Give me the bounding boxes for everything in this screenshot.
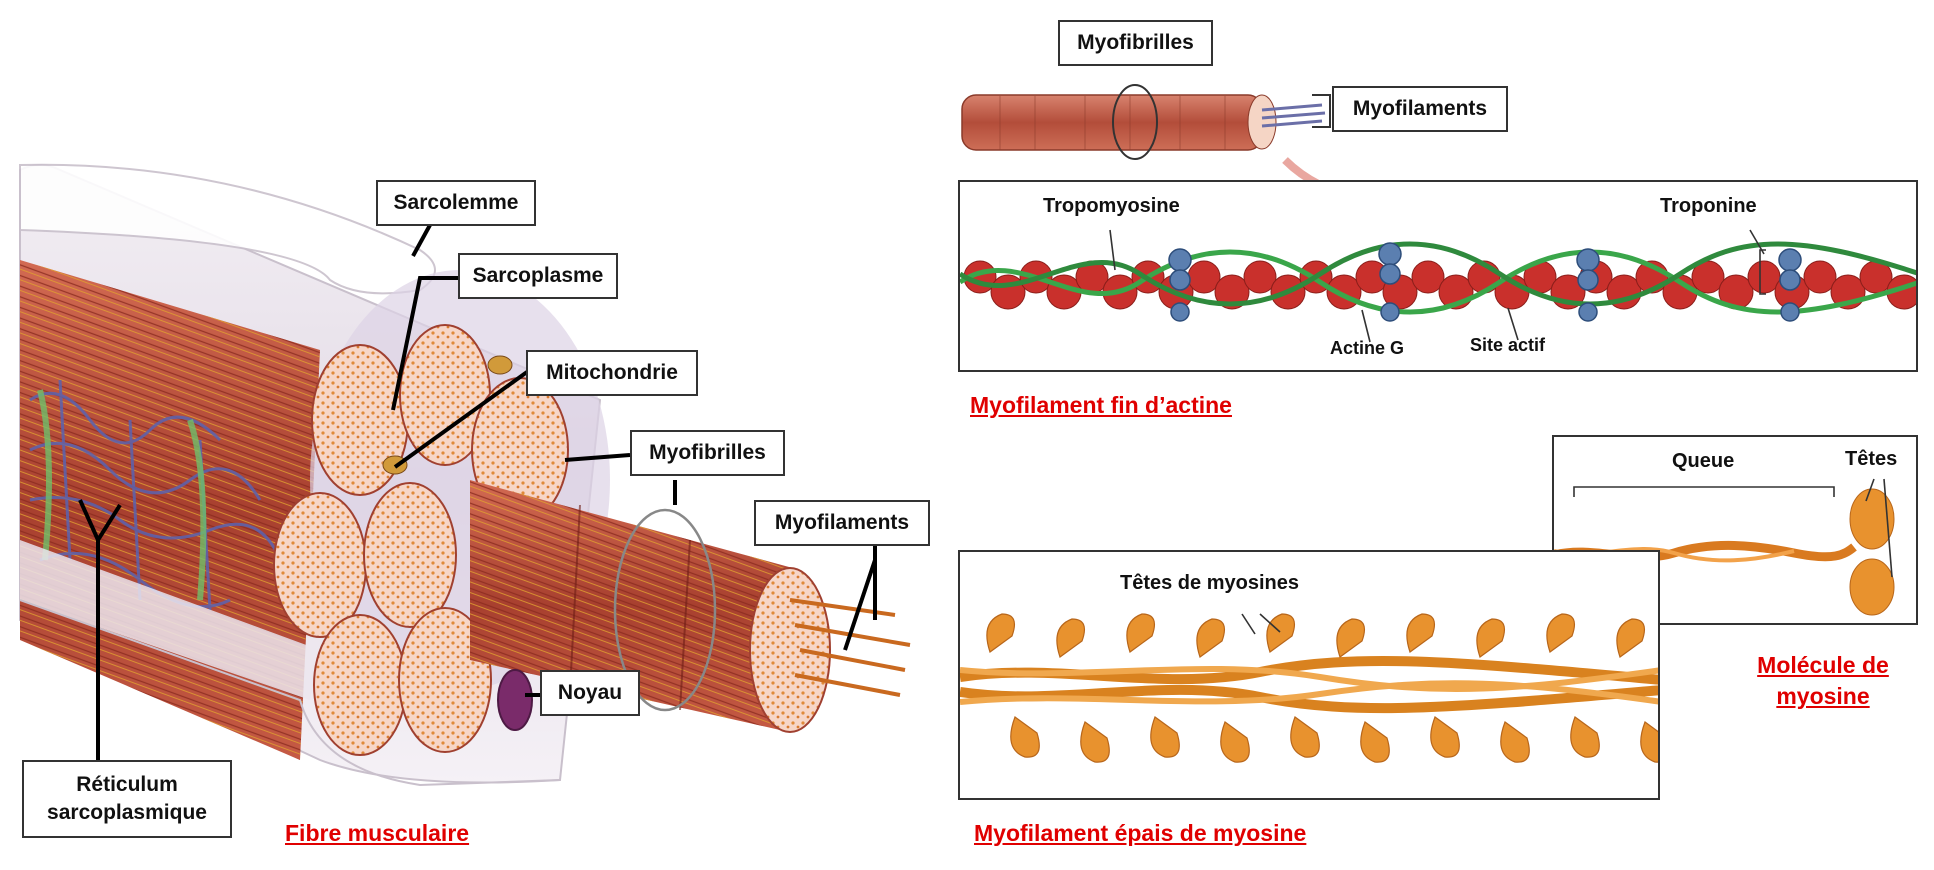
muscle-fiber-illustration <box>19 163 911 787</box>
caption-myofilament-epais: Myofilament épais de myosine <box>974 820 1307 846</box>
thick-filament-panel <box>958 550 1660 800</box>
label-myofibrilles: Myofibrilles <box>630 430 785 476</box>
actin-filament-panel <box>958 180 1918 372</box>
caption-molecule-line1: Molécule de <box>1757 652 1889 678</box>
label-myofilaments: Myofilaments <box>754 500 930 546</box>
actin-filament-illustration <box>960 229 1916 343</box>
label-tetes: Têtes <box>1845 448 1898 470</box>
label-reticulum: Réticulum sarcoplasmique <box>22 760 232 838</box>
caption-molecule-line2: myosine <box>1776 683 1870 710</box>
label-sarcolemme: Sarcolemme <box>376 180 536 226</box>
label-noyau: Noyau <box>540 670 640 716</box>
caption-myofilament-fin: Myofilament fin d’actine <box>970 392 1232 418</box>
label-reticulum-line2: sarcoplasmique <box>47 801 207 824</box>
label-tropomyosine: Tropomyosine <box>1043 195 1180 217</box>
label-sarcoplasme: Sarcoplasme <box>458 253 618 299</box>
caption-fibre-musculaire: Fibre musculaire <box>285 820 470 846</box>
mini-label-myofibrilles: Myofibrilles <box>1058 20 1213 66</box>
label-queue: Queue <box>1672 450 1735 472</box>
label-tetes-de-myosines: Têtes de myosines <box>1120 572 1299 594</box>
thick-filament-illustration <box>960 613 1658 763</box>
label-reticulum-line1: Réticulum <box>76 772 178 796</box>
mini-label-myofilaments: Myofilaments <box>1332 86 1508 132</box>
label-actine-g: Actine G <box>1330 338 1405 358</box>
label-site-actif: Site actif <box>1470 335 1546 355</box>
caption-molecule-myosine: Molécule de myosine <box>1738 650 1908 712</box>
label-mitochondrie: Mitochondrie <box>526 350 698 396</box>
label-troponine: Troponine <box>1660 195 1757 217</box>
